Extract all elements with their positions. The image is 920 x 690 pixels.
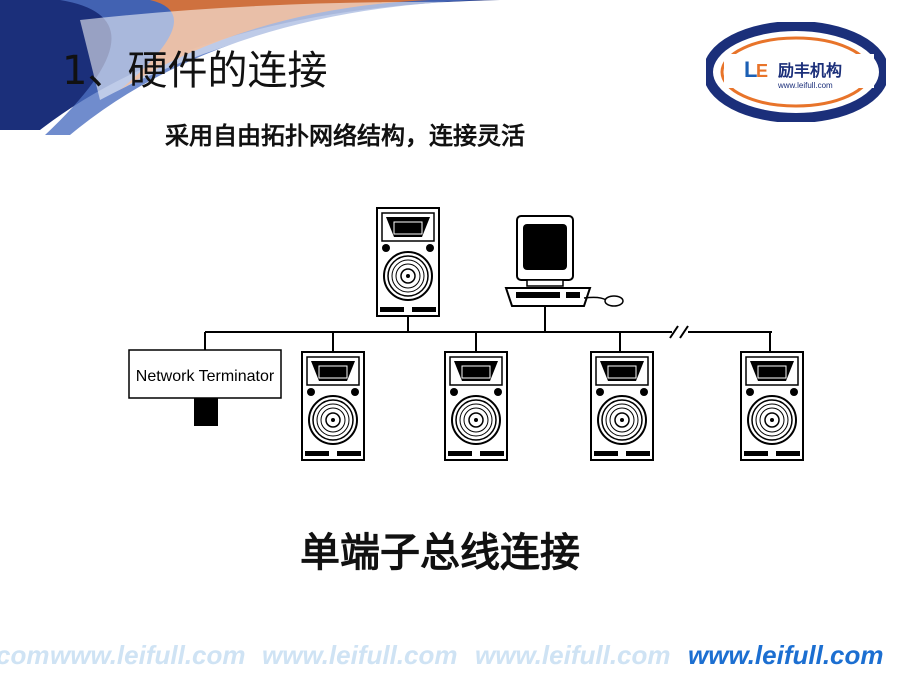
bus-topology-diagram: Network Terminator xyxy=(128,207,804,461)
svg-text:E: E xyxy=(756,61,768,81)
computer-node xyxy=(504,215,624,307)
network-terminator-label: Network Terminator xyxy=(136,368,275,385)
logo-mark: L xyxy=(744,57,757,82)
header-swoosh xyxy=(0,0,500,135)
logo-url: www.leifull.com xyxy=(777,81,833,90)
speaker-node-top xyxy=(376,207,440,317)
speaker-node-2 xyxy=(444,351,508,461)
footer-fragment: com xyxy=(0,640,49,670)
footer-url-1: www.leifull.com xyxy=(50,640,246,670)
bus-break-mark xyxy=(669,325,679,339)
diagram-caption: 单端子总线连接 xyxy=(0,520,920,578)
speaker-node-1 xyxy=(301,351,365,461)
footer-url-4: www.leifull.com xyxy=(688,640,884,670)
leifull-logo: L E 励丰机构 www.leifull.com xyxy=(706,22,886,122)
speaker-node-3 xyxy=(590,351,654,461)
slide-subtitle: 采用自由拓扑网络结构，连接灵活 xyxy=(165,122,525,150)
footer-watermark: com www.leifull.com www.leifull.com www.… xyxy=(0,640,884,670)
footer-url-2: www.leifull.com xyxy=(262,640,458,670)
slide-title: 1、硬件的连接 xyxy=(62,48,328,94)
footer-url-3: www.leifull.com xyxy=(475,640,671,670)
logo-name: 励丰机构 xyxy=(778,61,842,80)
speaker-node-4 xyxy=(740,351,804,461)
diagram-caption-text: 单端子总线连接 xyxy=(300,530,580,576)
network-terminator: Network Terminator xyxy=(128,349,282,426)
